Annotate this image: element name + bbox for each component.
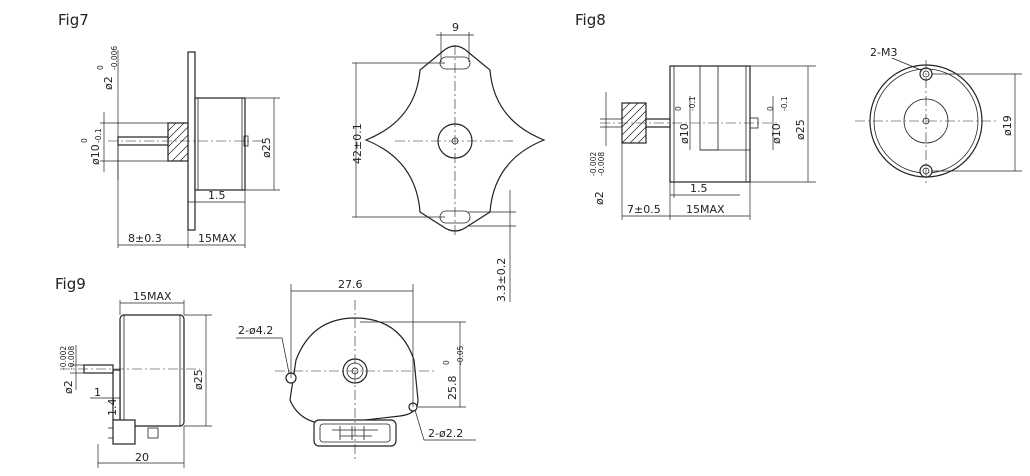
fig8-boss-rear-tol-upper: 0: [766, 106, 775, 111]
fig8-body-len: 15MAX: [686, 203, 725, 216]
fig8-boss-dia: ø10: [678, 123, 691, 144]
fig9-body-dia: ø25: [192, 369, 205, 390]
fig7-hole-pitch: 42±0.1: [351, 123, 364, 164]
fig7-title: Fig7: [58, 11, 89, 29]
fig9-title: Fig9: [55, 275, 86, 293]
fig9-hole-pitch: 27.6: [338, 278, 363, 291]
fig9-motor-body: [119, 314, 185, 427]
fig9-height: 25.8: [446, 376, 459, 401]
fig9-front-view: 27.6 2-ø4.2 2-ø2.2 25.8 0 -0.05: [236, 278, 476, 460]
fig8-shaft-dia: ø2: [593, 191, 606, 205]
fig7-body-len: 15MAX: [198, 232, 237, 245]
fig8-side-view: Fig8 ø2 -0.002 -0.008 ø10 0 -0.1 ø10 0 -…: [575, 11, 816, 220]
fig9-flange-thk: 1: [94, 386, 101, 399]
fig9-terminal: [112, 419, 136, 445]
fig7-shaft-dia: ø2: [102, 76, 115, 90]
fig8-shaft-tol-upper: -0.002: [589, 152, 598, 176]
fig8-shaft-len: 7±0.5: [627, 203, 661, 216]
fig9-shaft-tol-upper: -0.002: [59, 346, 68, 370]
fig9-holes-small: 2-ø2.2: [428, 427, 463, 440]
fig7-boss-tol-lower: -0.1: [94, 128, 103, 143]
fig7-shaft-tol-lower: -0.006: [110, 46, 119, 70]
fig7-flange-thk: 3.3±0.2: [495, 258, 508, 302]
fig9-shaft-tol-lower: -0.008: [67, 346, 76, 370]
fig7-slot-width: 9: [452, 21, 459, 34]
fig8-title: Fig8: [575, 11, 606, 29]
fig7-side-view: Fig7 ø2 0 -0.006 ø10 0 -0.1 ø25: [58, 11, 280, 248]
fig9-side-view: Fig9 15MAX ø2 -0.002 -0.008 ø25 1 1.4 20: [55, 275, 212, 468]
fig7-shaft-tol-upper: 0: [96, 65, 105, 70]
fig7-shaft-len: 8±0.3: [128, 232, 162, 245]
fig9-height-tol-upper: 0: [442, 360, 451, 365]
fig9-holes-large: 2-ø4.2: [238, 324, 273, 337]
fig8-flange-gap: 1.5: [690, 182, 708, 195]
fig7-motor-body: [194, 97, 246, 191]
fig9-gap: 1.4: [106, 399, 119, 417]
fig9-height-tol-lower: -0.05: [456, 345, 465, 365]
fig8-mount-holes: 2-M3: [870, 46, 897, 59]
fig7-front-view: 9 42±0.1 3.3±0.2: [351, 21, 546, 302]
fig7-boss-dia: ø10: [89, 144, 102, 165]
fig8-shaft-tol-lower: -0.008: [597, 152, 606, 176]
fig8-boss-dia-rear: ø10: [770, 123, 783, 144]
fig8-motor-body: [669, 65, 751, 183]
fig8-boss-tol-upper: 0: [674, 106, 683, 111]
fig9-shaft-dia: ø2: [62, 380, 75, 394]
fig8-boss-tol-lower: -0.1: [688, 96, 697, 111]
fig7-shaft: [117, 136, 169, 146]
fig9-total-len: 20: [135, 451, 149, 464]
fig9-body-len: 15MAX: [133, 290, 172, 303]
fig8-front-view: 2-M3 ø19: [855, 46, 1022, 185]
fig7-body-dia: ø25: [260, 137, 273, 158]
fig7-flange-gap: 1.5: [208, 189, 226, 202]
fig8-body-dia: ø25: [794, 119, 807, 140]
fig8-hole-circle: ø19: [1001, 115, 1014, 136]
fig7-boss-tol-upper: 0: [80, 138, 89, 143]
fig8-boss-rear-tol-lower: -0.1: [780, 96, 789, 111]
